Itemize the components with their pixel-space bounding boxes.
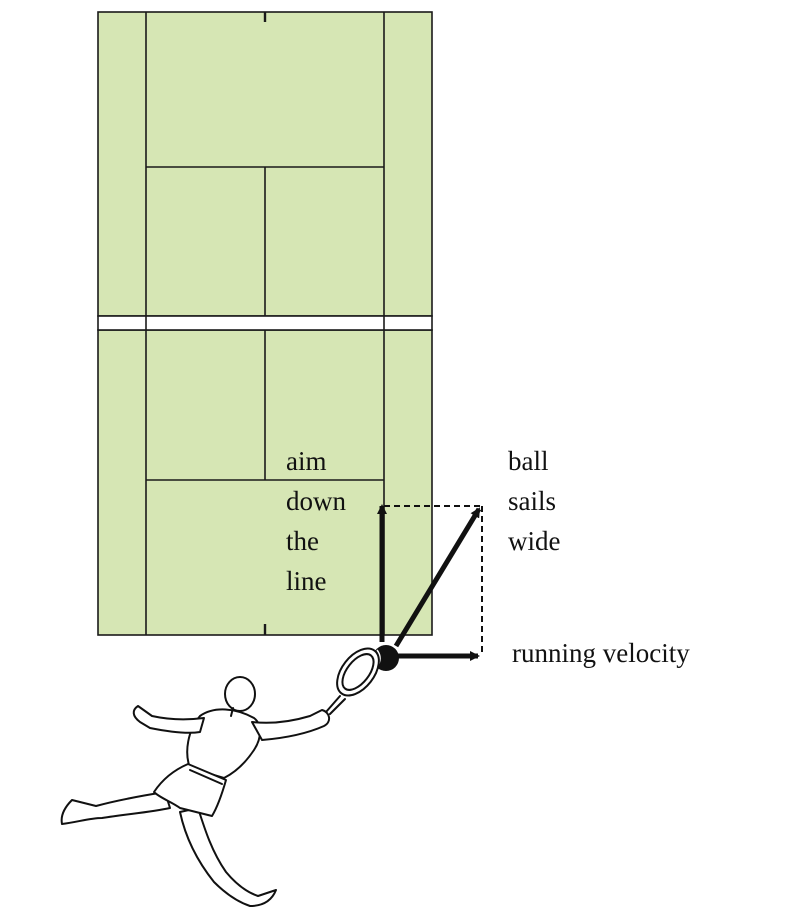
- ball-label-line-1: ball: [508, 446, 549, 476]
- ball-label-line-3: wide: [508, 526, 561, 556]
- ball-label-line-2: sails: [508, 486, 556, 516]
- racket: [325, 647, 380, 715]
- back-arm: [132, 705, 205, 734]
- tennis-player: [60, 647, 380, 907]
- resultant-velocity-arrow: [393, 507, 482, 648]
- trailing-leg: [60, 791, 171, 825]
- lead-leg: [179, 807, 277, 907]
- aim-label-line-4: line: [286, 566, 327, 596]
- tennis-court: [97, 11, 433, 636]
- aim-label-line-1: aim: [286, 446, 327, 476]
- labels: aim down the line ball sails wide runnin…: [286, 446, 690, 668]
- aim-label-line-2: down: [286, 486, 346, 516]
- velocity-arrows: [377, 504, 482, 661]
- net: [97, 315, 433, 331]
- vector-guides: [384, 505, 483, 656]
- head: [224, 676, 256, 712]
- front-arm: [251, 709, 330, 741]
- running-velocity-label: running velocity: [512, 638, 690, 668]
- aim-label-line-3: the: [286, 526, 319, 556]
